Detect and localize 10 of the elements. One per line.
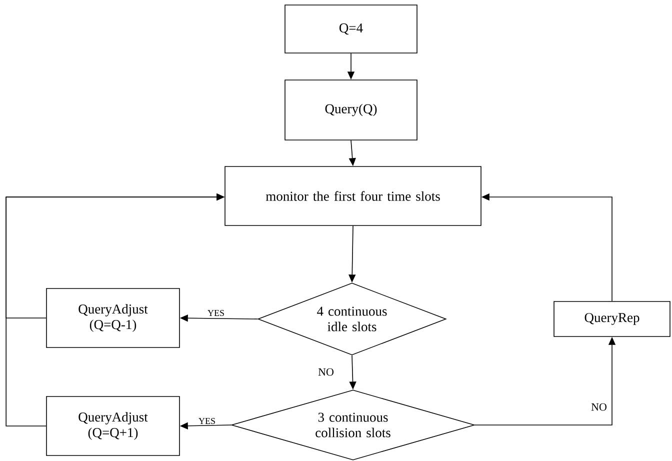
process-box: QueryAdjust (Q=Q+1) xyxy=(46,396,180,456)
edge-label: YES xyxy=(198,416,216,426)
process-box: Q=4 xyxy=(284,4,418,54)
process-box: monitor the first four time slots xyxy=(224,166,482,226)
process-box: QueryRep xyxy=(554,301,670,337)
edge-label: NO xyxy=(590,402,608,412)
edge-label: YES xyxy=(206,308,226,318)
edge-label: NO xyxy=(317,367,335,377)
process-box: Query(Q) xyxy=(284,80,418,140)
process-box: QueryAdjust (Q=Q-1) xyxy=(46,288,180,348)
